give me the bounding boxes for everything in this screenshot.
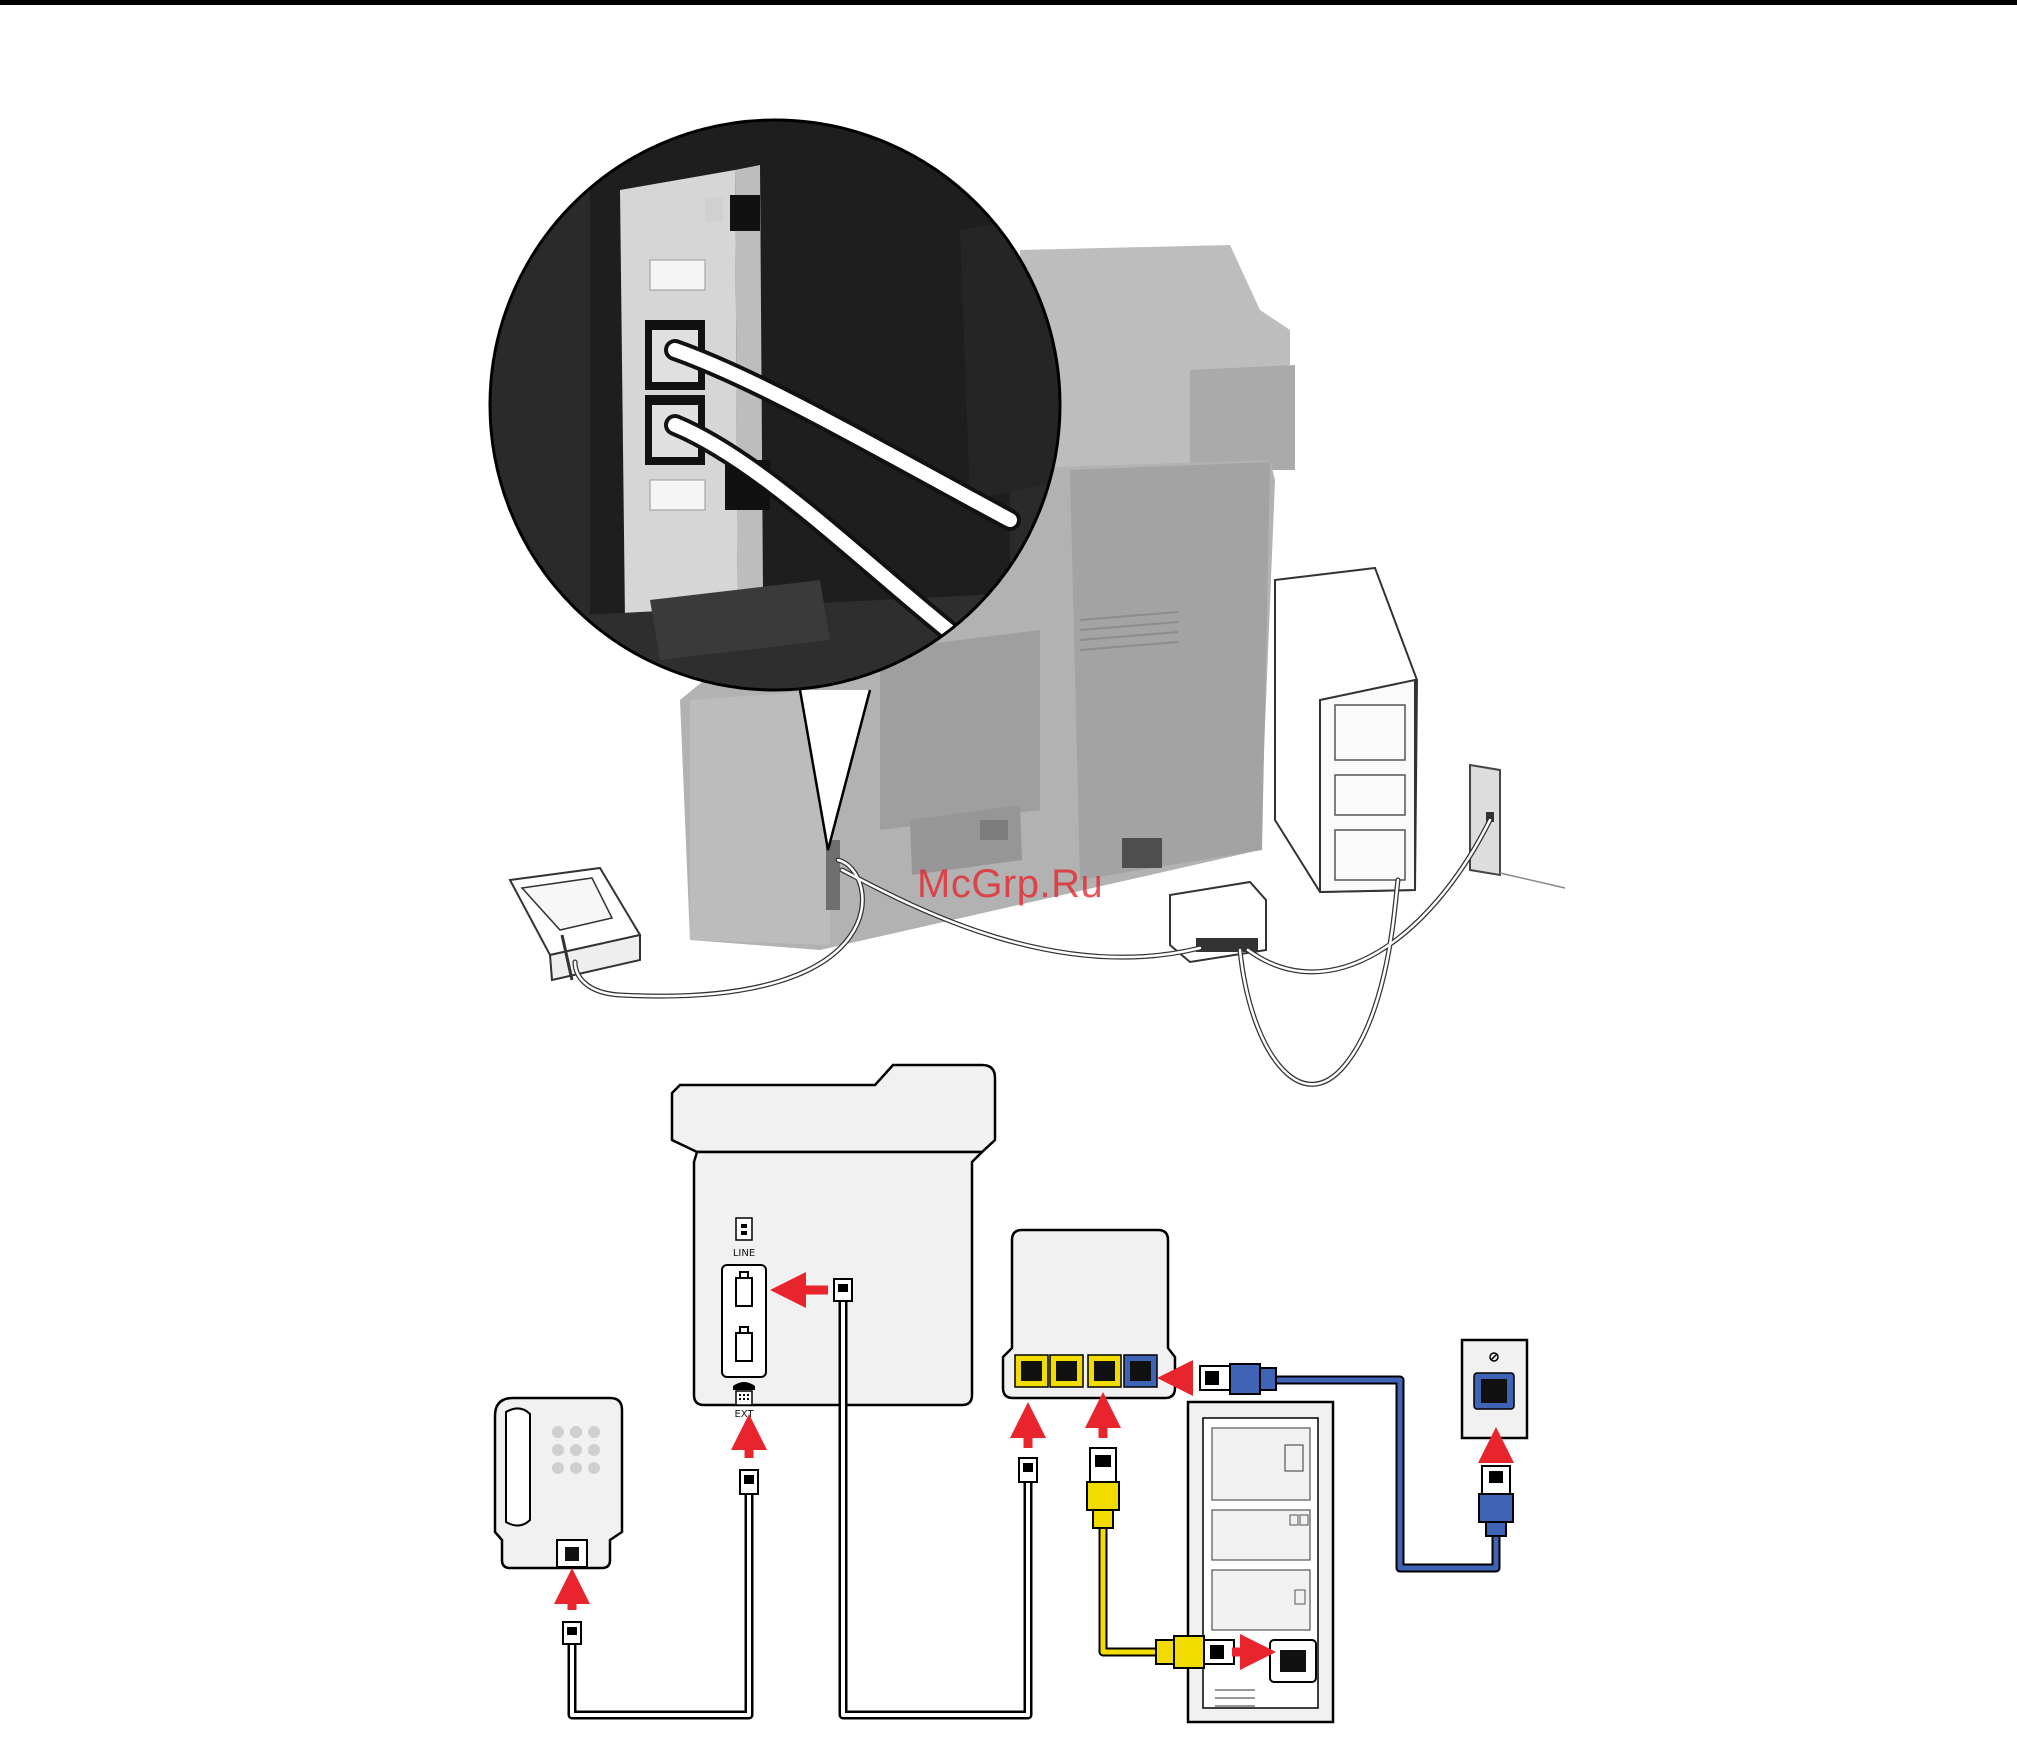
rj11-plug-icon bbox=[740, 1470, 758, 1494]
printer-schematic: LINE EXT bbox=[672, 1065, 995, 1420]
ext-port-label: EXT bbox=[734, 1409, 754, 1420]
wall-jack-icon bbox=[1462, 1340, 1527, 1438]
computer-schematic bbox=[1188, 1402, 1333, 1722]
telephone-icon bbox=[495, 1398, 622, 1568]
line-port-icon bbox=[736, 1218, 752, 1240]
line-port-label: LINE bbox=[733, 1248, 755, 1259]
rj11-plug-icon bbox=[1200, 1364, 1276, 1394]
rj45-plug-icon bbox=[1156, 1636, 1234, 1668]
rj11-plug-icon bbox=[1479, 1466, 1513, 1536]
rj45-plug-icon bbox=[1087, 1448, 1119, 1528]
ethernet-cable bbox=[1103, 1525, 1160, 1652]
rj11-plug-icon bbox=[1019, 1458, 1037, 1482]
ext-phone-icon bbox=[733, 1382, 755, 1405]
ext-jack bbox=[736, 1327, 752, 1361]
rj11-plug-icon bbox=[834, 1279, 852, 1301]
line-jack bbox=[736, 1272, 752, 1306]
rj11-plug-icon bbox=[563, 1622, 581, 1644]
modem-schematic bbox=[1003, 1230, 1175, 1398]
watermark: McGrp.Ru bbox=[917, 862, 1103, 907]
computer-illustration bbox=[1275, 568, 1417, 892]
